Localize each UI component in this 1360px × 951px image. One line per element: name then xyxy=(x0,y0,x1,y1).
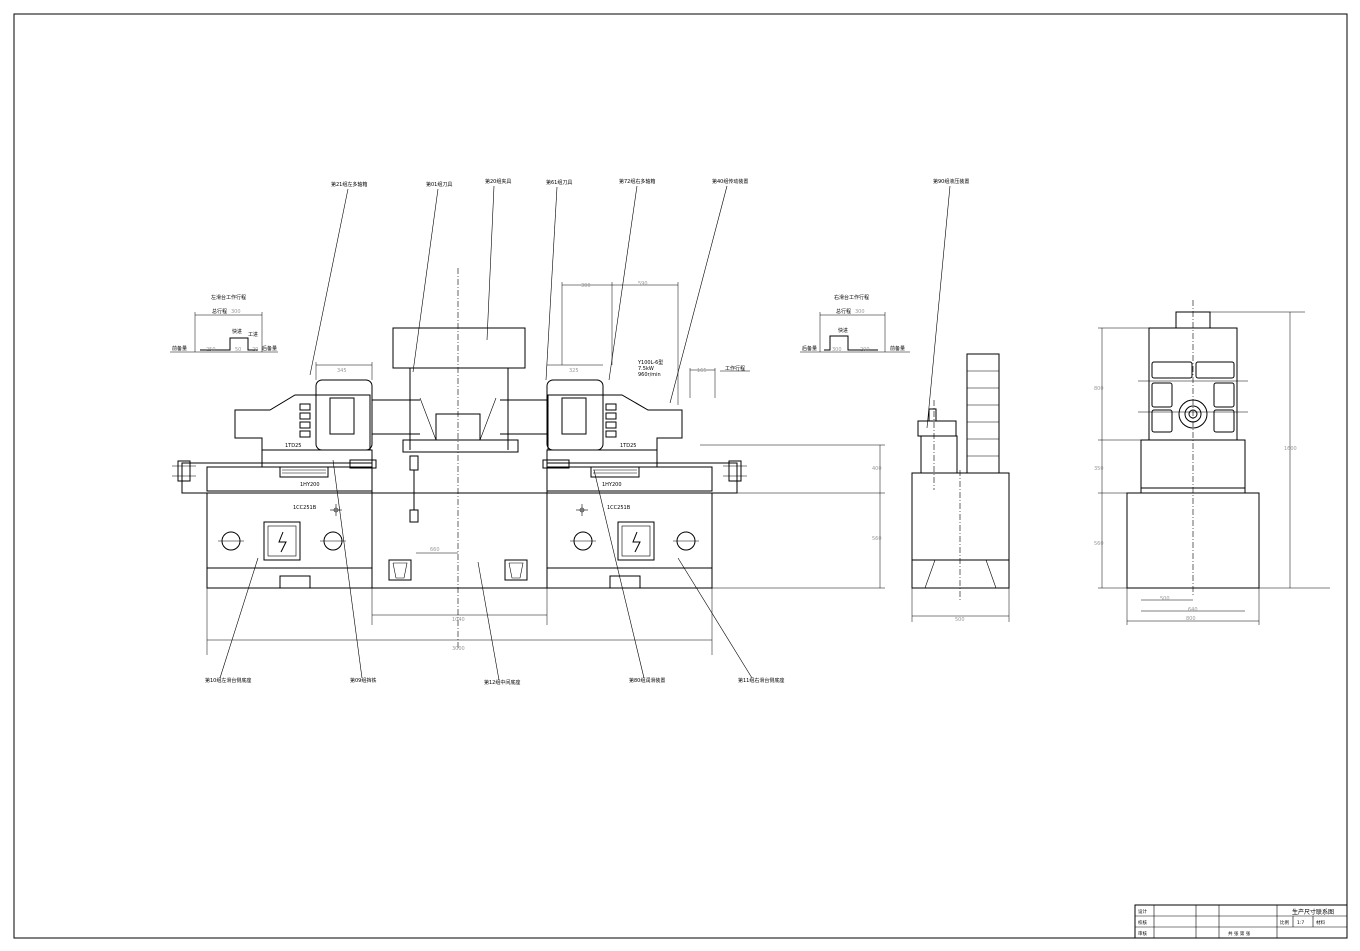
left-slide-base xyxy=(206,492,373,589)
callout-stop: 第09组挡铁 xyxy=(350,677,376,684)
dim-height-b: 560 xyxy=(872,536,882,542)
left-total-dim: 300 xyxy=(231,309,241,315)
left-slide xyxy=(261,449,373,468)
right-total-dim: 300 xyxy=(855,309,865,315)
motor-spec-1: Y100L-6型 xyxy=(637,359,663,366)
tb-reviewer: 审核 xyxy=(1138,930,1147,937)
tb-sheet: 共 张 第 张 xyxy=(1228,930,1251,937)
drawing-frame xyxy=(13,13,1348,939)
tb-checker: 校核 xyxy=(1138,919,1147,926)
dim-end-h1: 800 xyxy=(1094,386,1104,392)
left-stroke-title: 左滑台工作行程 xyxy=(211,294,246,301)
callout-hydraulic: 第90组液压装置 xyxy=(933,178,969,185)
callout-fixture: 第20组夹具 xyxy=(485,178,511,185)
dim-side-w: 500 xyxy=(955,617,965,623)
tb-scale-value: 1:7 xyxy=(1297,920,1304,926)
callout-left-base: 第10组左滑台侧底座 xyxy=(205,677,251,684)
left-front-reserve: 前备量 xyxy=(172,345,187,352)
dim-head-w-r: 325 xyxy=(569,368,579,374)
right-front-reserve: 后备量 xyxy=(802,345,817,352)
dim-work: 165 xyxy=(697,368,707,374)
right-stroke-title: 右滑台工作行程 xyxy=(834,294,869,301)
dim-head-w: 345 xyxy=(337,368,347,374)
end-view: 800 350 560 1600 500 640 800 xyxy=(1094,300,1330,625)
left-back-reserve: 后备量 xyxy=(262,345,277,352)
base-left-model: 1CC251B xyxy=(293,505,317,511)
dim-end-h3: 560 xyxy=(1094,541,1104,547)
dim-end-h2: 350 xyxy=(1094,466,1104,472)
dim-top-b: 590 xyxy=(638,281,648,287)
dim-end-htot: 1600 xyxy=(1284,446,1297,452)
right-slide xyxy=(546,449,658,468)
title-block: 设计 校核 审核 生产尺寸联系图 比例 1:7 材料 共 张 第 张 xyxy=(1134,904,1348,939)
electric-box-left xyxy=(263,521,301,561)
dim-top-a: 300 xyxy=(581,283,591,289)
dim-height-a: 400 xyxy=(872,466,882,472)
left-quick: 快进 xyxy=(232,328,242,335)
slide-left-model: 1HY200 xyxy=(300,482,320,488)
callout-left-spindle: 第21组左多轴箱 xyxy=(331,181,367,188)
motor-spec-3: 960r/min xyxy=(638,372,661,378)
tb-scale-label: 比例 xyxy=(1280,919,1289,926)
callouts: 第21组左多轴箱 第01组刀具 第20组夹具 第61组刀具 第72组右多轴箱 第… xyxy=(205,178,969,686)
dim-mid-length: 1040 xyxy=(452,617,465,623)
callout-right-base: 第11组右滑台侧底座 xyxy=(738,677,784,684)
side-view: 500 xyxy=(911,353,1010,623)
left-dim-c: 20 xyxy=(252,347,258,353)
dim-end-w1: 500 xyxy=(1160,596,1170,602)
left-dim-b: 50 xyxy=(235,347,241,353)
right-dim-a: 200 xyxy=(860,347,870,353)
base-right-model: 1CC251B xyxy=(607,505,631,511)
left-total-label: 总行程 xyxy=(212,308,227,315)
callout-tool-61: 第61组刀具 xyxy=(546,179,572,186)
motor-spec-2: 7.5kW xyxy=(638,366,654,372)
callout-mid-base: 第12组中间底座 xyxy=(484,679,520,686)
work-stroke-label: 工作行程 xyxy=(725,365,745,372)
callout-lube: 第80组润滑装置 xyxy=(629,677,665,684)
electric-box-right xyxy=(617,521,655,561)
tb-title: 生产尺寸联系图 xyxy=(1292,908,1334,916)
callout-right-spindle: 第72组右多轴箱 xyxy=(619,178,655,185)
left-dim-a: 250 xyxy=(206,347,216,353)
left-work: 工进 xyxy=(248,331,258,338)
left-spindle-head xyxy=(234,394,371,451)
right-stroke-diagram: 右滑台工作行程 总行程 300 快进 后备量 前备量 200 300 xyxy=(800,294,910,353)
dim-end-w3: 800 xyxy=(1186,616,1196,622)
head-left-model: 1TD25 xyxy=(285,443,301,449)
dim-mid: 660 xyxy=(430,547,440,553)
head-right-model: 1TD25 xyxy=(620,443,636,449)
callout-tool: 第01组刀具 xyxy=(426,181,452,188)
callout-drive: 第40组传动装置 xyxy=(712,178,748,185)
tb-designer: 设计 xyxy=(1138,908,1147,915)
right-quick: 快进 xyxy=(838,327,848,334)
right-dim-b: 300 xyxy=(832,347,842,353)
tb-material-label: 材料 xyxy=(1316,919,1325,926)
dim-total-length: 3000 xyxy=(452,646,465,652)
ladder-structure xyxy=(966,353,1000,474)
right-back-reserve: 前备量 xyxy=(890,345,905,352)
right-total-label: 总行程 xyxy=(836,308,851,315)
dim-end-w2: 640 xyxy=(1188,607,1198,613)
left-stroke-diagram: 左滑台工作行程 总行程 300 快进 工进 前备量 后备量 250 50 20 xyxy=(170,294,278,353)
slide-right-model: 1HY200 xyxy=(602,482,622,488)
fixture xyxy=(392,327,526,369)
front-view: 1TD25 1TD25 1HY200 1HY200 1CC251B 1CC251… xyxy=(172,268,885,655)
right-spindle-head xyxy=(547,394,683,451)
